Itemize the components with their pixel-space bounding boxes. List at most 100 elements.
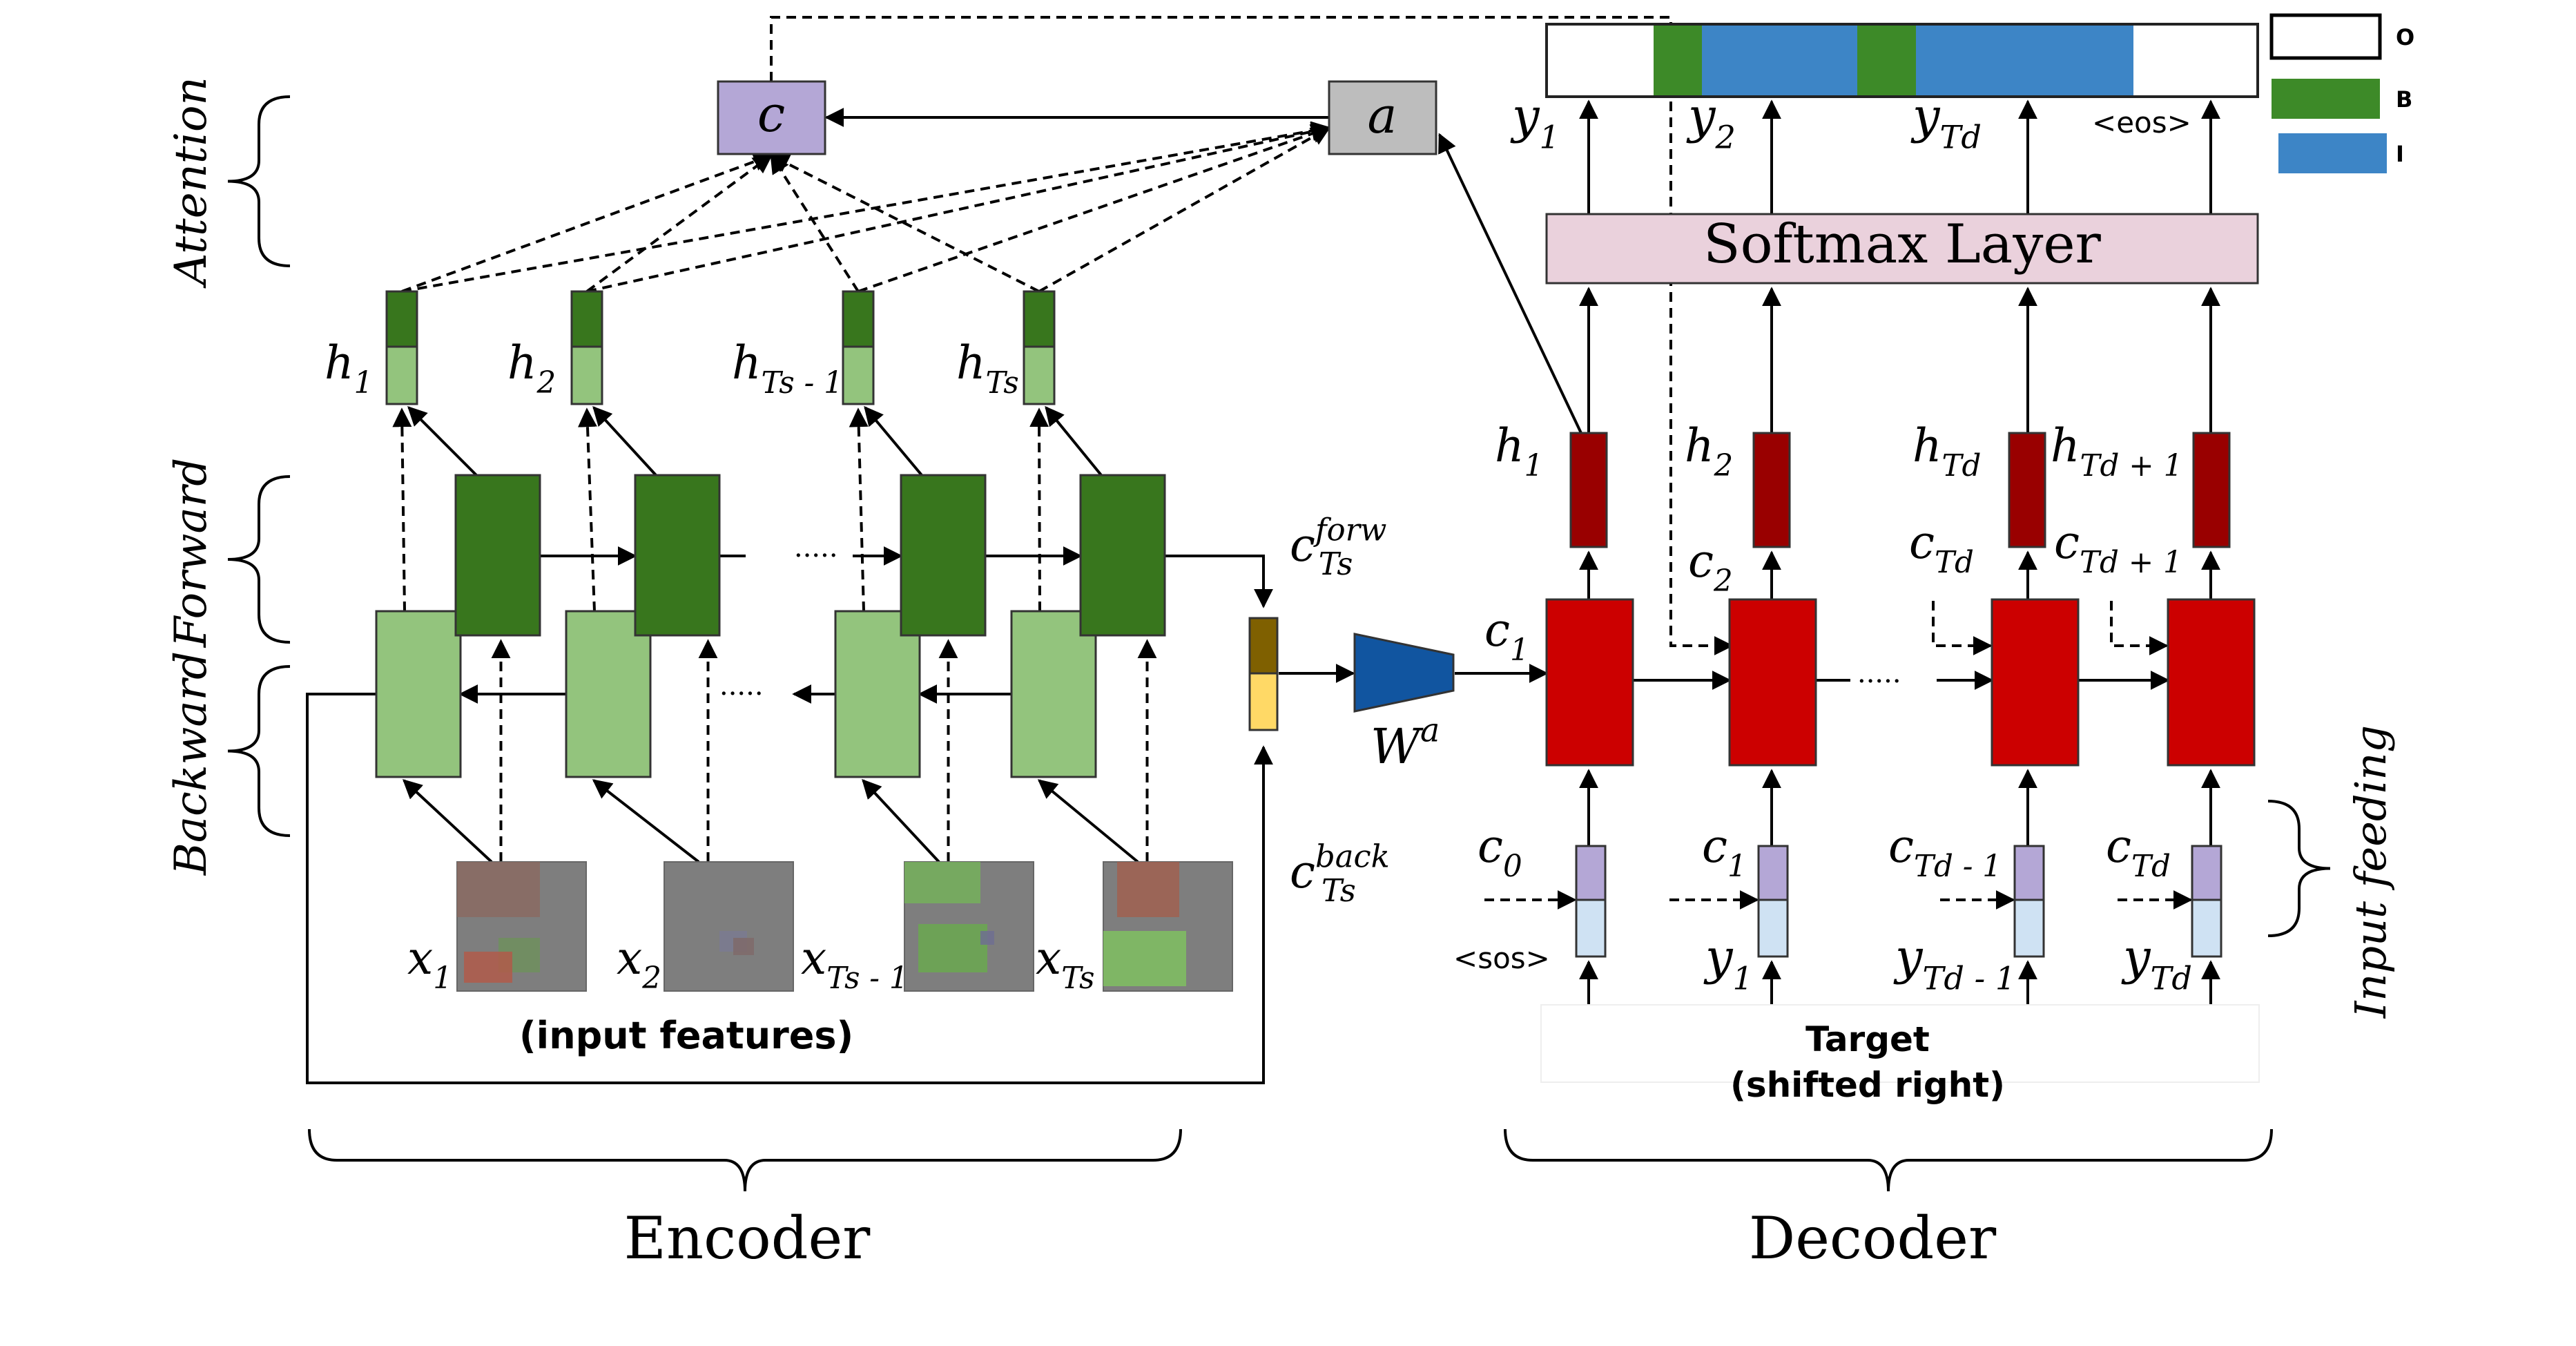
arrows-layer bbox=[306, 16, 2220, 1084]
forward-section-label: Forward bbox=[166, 458, 217, 648]
encoder-input-label: xTs - 1 bbox=[801, 932, 909, 996]
hidden-to-context-arrow bbox=[769, 154, 1040, 293]
attention-score-box bbox=[1328, 80, 1437, 155]
input-feeding-target bbox=[1757, 898, 1789, 958]
encoder-hidden-label: h2 bbox=[507, 336, 556, 401]
backward-lstm-cell bbox=[834, 610, 921, 778]
feature-patch bbox=[457, 862, 540, 917]
encoder-hidden-backward bbox=[842, 345, 875, 405]
output-tag-segment bbox=[1702, 24, 1857, 97]
decoder-hidden-to-attention-arrow bbox=[1438, 133, 1582, 434]
decoder-hidden-label: h2 bbox=[1685, 419, 1733, 483]
encoder-hidden-label: hTs - 1 bbox=[732, 336, 843, 401]
output-tag-segment bbox=[1857, 24, 1916, 97]
hidden-to-context-arrow bbox=[770, 153, 860, 293]
forward-state-arrow bbox=[1165, 555, 1273, 608]
context-label: c bbox=[757, 85, 785, 143]
decoder-output-label: y1 bbox=[1510, 88, 1560, 155]
feature-patch bbox=[1103, 931, 1186, 986]
encoder-hidden-forward bbox=[570, 290, 603, 348]
decoder-hidden-label: h1 bbox=[1495, 419, 1543, 483]
decoder-ellipsis: ····· bbox=[1857, 666, 1901, 698]
forward-lstm-cell bbox=[900, 474, 987, 637]
feeding-context-label: c1 bbox=[1702, 820, 1747, 884]
input-to-backward-arrow bbox=[1037, 779, 1139, 863]
weight-label: Wa bbox=[1371, 712, 1440, 776]
legend-label: I bbox=[2396, 141, 2404, 167]
legend-label: O bbox=[2396, 24, 2414, 50]
decoder-context-label: c2 bbox=[1688, 535, 1733, 599]
input-feeding-section-label: Input feeding bbox=[2345, 725, 2396, 1019]
backward-lstm-cell bbox=[565, 610, 652, 778]
output-tag-segment bbox=[1916, 24, 2133, 97]
encoder-hidden-label: h1 bbox=[325, 336, 373, 401]
input-feeding-target bbox=[1575, 898, 1607, 958]
forward-brace bbox=[227, 475, 291, 644]
input-feeding-target bbox=[2013, 898, 2045, 958]
output-tag-segment bbox=[1547, 24, 1654, 97]
feeding-context-label: c0 bbox=[1478, 820, 1522, 884]
input-feeding-brace bbox=[2267, 800, 2331, 937]
hidden-to-attention-arrow bbox=[586, 122, 1331, 293]
encoder-hidden-forward bbox=[385, 290, 418, 348]
encoder-section-label: Encoder bbox=[624, 1204, 871, 1272]
backward-lstm-cell bbox=[1010, 610, 1097, 778]
input-feature-image bbox=[664, 861, 794, 992]
forward-to-hidden-arrow bbox=[1045, 405, 1103, 477]
decoder-lstm-cell bbox=[1991, 598, 2080, 767]
backward-to-hidden-arrow bbox=[849, 407, 869, 612]
hidden-to-attention-arrow bbox=[858, 124, 1331, 293]
feature-patch bbox=[464, 952, 512, 983]
context-feed-path bbox=[770, 16, 1734, 655]
forward-to-hidden-arrow bbox=[407, 406, 478, 477]
encoder-hidden-label: hTs bbox=[956, 336, 1019, 401]
backward-to-hidden-arrow bbox=[392, 407, 412, 612]
backward-lstm-cell bbox=[375, 610, 462, 778]
input-to-backward-arrow bbox=[402, 779, 493, 863]
decoder-hidden-label: hTd + 1 bbox=[2051, 419, 2182, 483]
encoder-hidden-forward bbox=[1023, 290, 1056, 348]
encoder-brace bbox=[308, 1128, 1182, 1192]
encoder-input-label: x2 bbox=[617, 932, 661, 996]
decoder-context-label: cTd bbox=[1909, 516, 1974, 580]
forward-lstm-cell bbox=[634, 474, 721, 637]
feature-patch bbox=[918, 924, 987, 972]
backward-ellipsis: ····· bbox=[719, 678, 764, 710]
hidden-to-attention-arrow bbox=[1038, 126, 1331, 293]
input-to-backward-arrow bbox=[592, 779, 700, 863]
target-input-label: yTd bbox=[2121, 929, 2192, 997]
decoder-brace bbox=[1504, 1128, 2273, 1192]
forward-to-hidden-arrow bbox=[864, 405, 923, 477]
decoder-output-label: <eos> bbox=[2092, 106, 2191, 140]
decoder-lstm-cell bbox=[1728, 598, 1817, 767]
output-tag-bar bbox=[1545, 23, 2259, 98]
feeding-context-label: cTd bbox=[2106, 820, 2171, 884]
legend-swatch bbox=[2272, 79, 2380, 119]
hidden-to-attention-arrow bbox=[401, 121, 1331, 293]
input-feeding-target bbox=[2191, 898, 2222, 958]
decoder-output-label: y2 bbox=[1686, 88, 1736, 155]
attention-label: a bbox=[1368, 86, 1397, 144]
backward-to-hidden-arrow bbox=[577, 407, 597, 612]
input-to-backward-arrow bbox=[862, 778, 940, 863]
softmax-layer bbox=[1545, 213, 2259, 285]
feeding-context-label: cTd - 1 bbox=[1888, 820, 2002, 884]
decoder-lstm-cell bbox=[2167, 598, 2256, 767]
attention-brace bbox=[227, 95, 291, 267]
encoder-hidden-backward bbox=[570, 345, 603, 405]
input-feeding-context bbox=[1757, 845, 1789, 901]
encoder-hidden-backward bbox=[1023, 345, 1056, 405]
backward-section-label: Backward bbox=[166, 651, 217, 876]
decoder-output-label: yTd bbox=[1910, 88, 1982, 155]
context-into-cell-arrow bbox=[2110, 601, 2169, 655]
context-vector-box bbox=[717, 80, 826, 155]
feature-patch bbox=[1117, 862, 1179, 917]
input-features-caption: (input features) bbox=[519, 1014, 853, 1057]
target-box bbox=[1540, 1004, 2260, 1083]
feature-patch bbox=[904, 862, 980, 903]
forward-lstm-cell bbox=[454, 474, 541, 637]
